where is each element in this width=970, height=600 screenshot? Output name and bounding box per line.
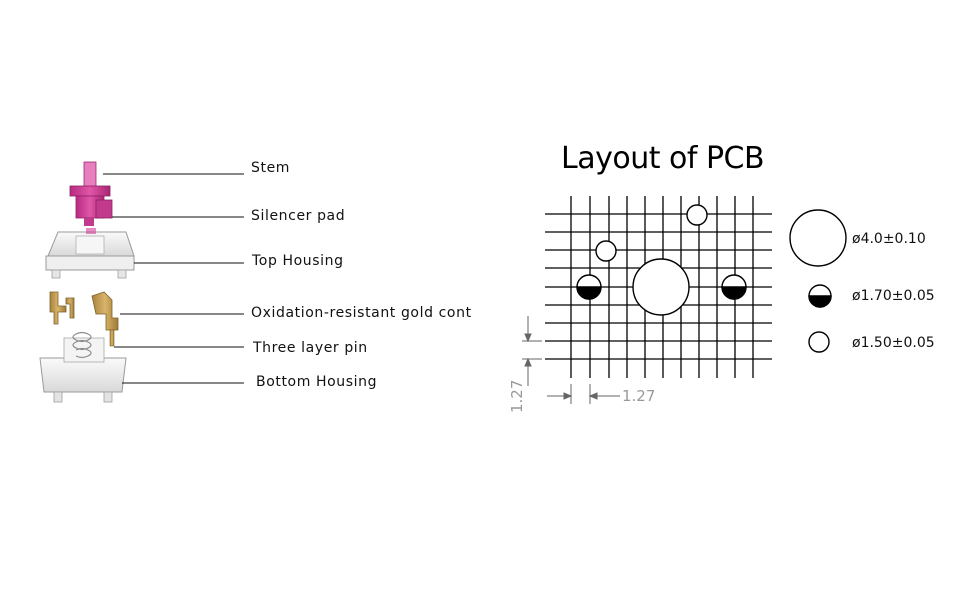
gold-contact-part bbox=[49, 291, 119, 347]
leader-lines bbox=[103, 173, 244, 384]
label-silencer-pad: Silencer pad bbox=[251, 208, 346, 224]
label-stem: Stem bbox=[251, 160, 291, 176]
medium-hole bbox=[576, 274, 602, 300]
small-hole bbox=[595, 240, 617, 262]
small-hole bbox=[686, 204, 708, 226]
stem-part bbox=[69, 161, 113, 226]
legend-small-circle-icon bbox=[808, 331, 830, 353]
bottom-housing-part bbox=[39, 331, 127, 403]
large-hole bbox=[632, 258, 690, 316]
dimension-markings bbox=[522, 316, 620, 404]
legend-large-circle-icon bbox=[789, 209, 847, 267]
dimension-y-label: 1.27 bbox=[508, 379, 526, 413]
pcb-holes bbox=[576, 204, 747, 316]
top-housing-part bbox=[45, 228, 135, 279]
medium-hole bbox=[721, 274, 747, 300]
label-bottom-housing: Bottom Housing bbox=[256, 374, 378, 390]
pcb-legend-symbols bbox=[789, 209, 847, 353]
legend-medium-label: ø1.70±0.05 bbox=[852, 288, 935, 304]
label-three-layer-pin: Three layer pin bbox=[253, 340, 368, 356]
legend-small-label: ø1.50±0.05 bbox=[852, 335, 935, 351]
legend-medium-circle-icon bbox=[808, 284, 832, 308]
legend-large-label: ø4.0±0.10 bbox=[852, 231, 926, 247]
label-gold-contact: Oxidation-resistant gold cont bbox=[251, 305, 472, 321]
dimension-x-label: 1.27 bbox=[622, 387, 656, 405]
pcb-title: Layout of PCB bbox=[561, 141, 765, 176]
label-top-housing: Top Housing bbox=[252, 253, 344, 269]
